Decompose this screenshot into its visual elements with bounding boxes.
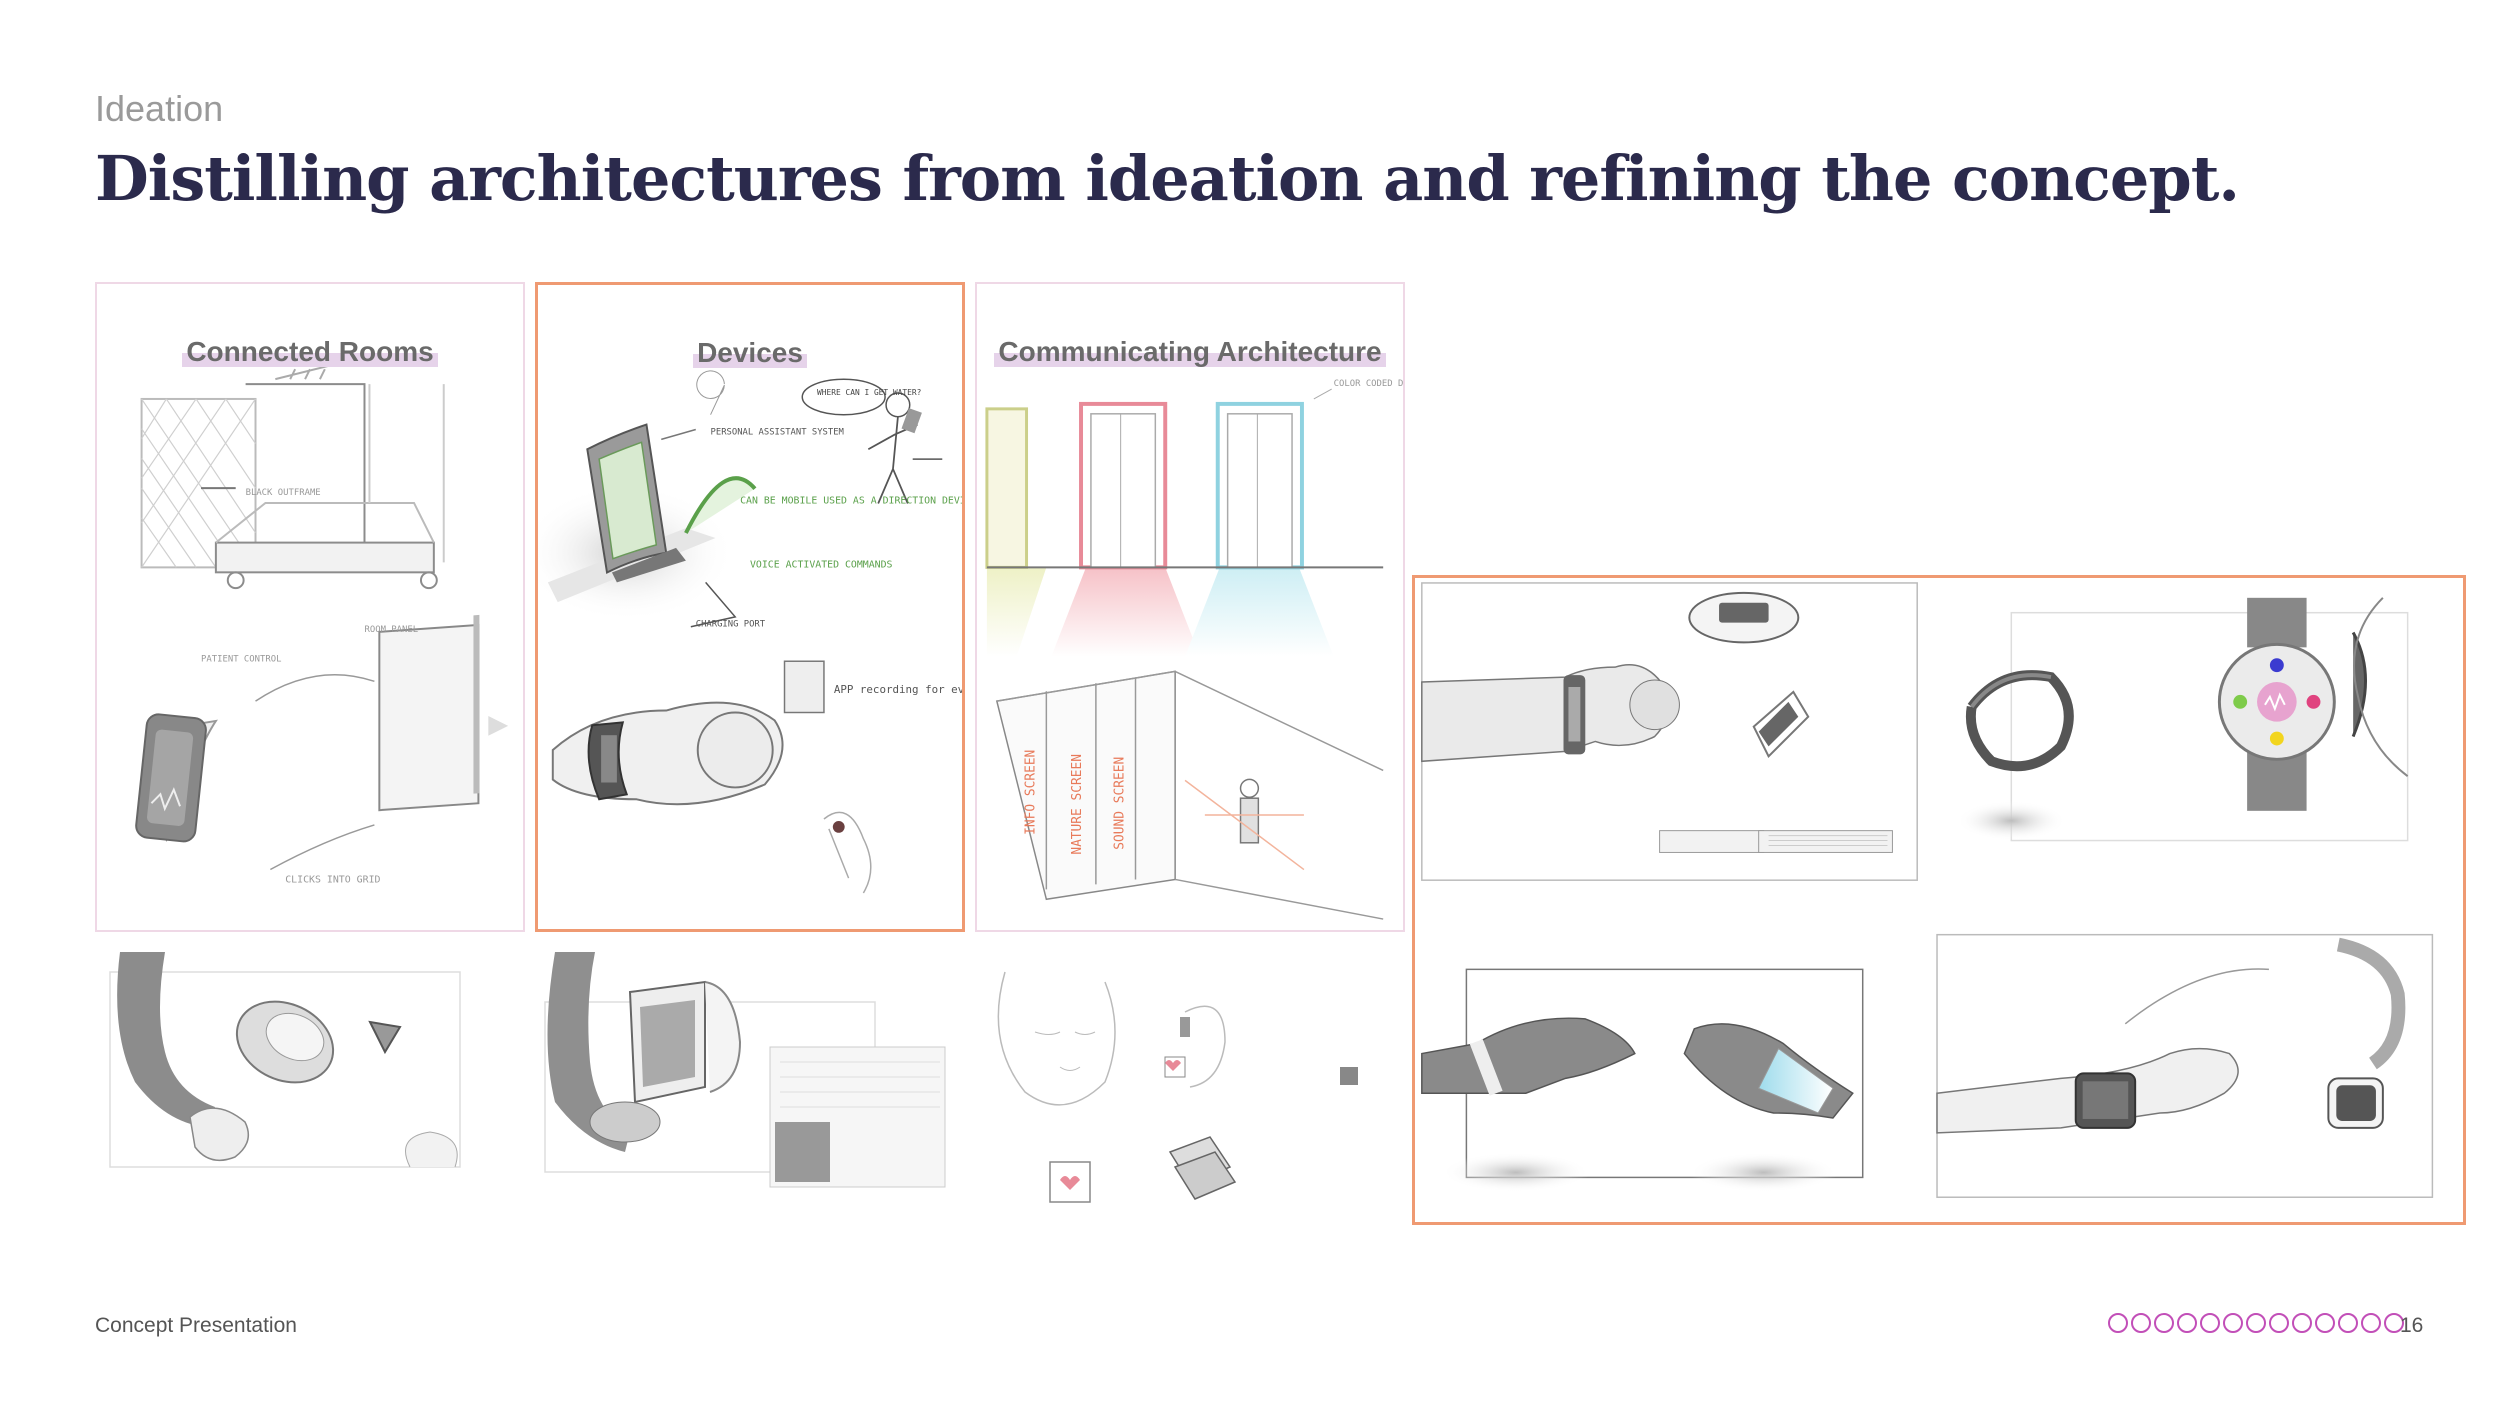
progress-dot xyxy=(2177,1313,2197,1333)
footer-presentation-label: Concept Presentation xyxy=(95,1314,297,1337)
sketch-thumbnail-wrist-screen xyxy=(535,952,960,1227)
note-color-coded: COLOR CODED DOORS xyxy=(1334,379,1403,389)
note-where-water: WHERE CAN I GET WATER? xyxy=(817,388,921,397)
panel-label: Devices xyxy=(538,337,962,369)
progress-dot xyxy=(2131,1313,2151,1333)
progress-dot xyxy=(2246,1313,2266,1333)
progress-dot xyxy=(2108,1313,2128,1333)
progress-dot xyxy=(2338,1313,2358,1333)
progress-dots xyxy=(2108,1313,2404,1333)
comm-architecture-sketch: COLOR CODED DOORS INFO SCREEN NATURE SCR… xyxy=(985,379,1403,920)
progress-dot xyxy=(2315,1313,2335,1333)
connected-rooms-sketch: BLACK OUTFRAME PATIENT CONTROL ROOM PANE… xyxy=(135,363,509,885)
wearable-pod-sketch xyxy=(109,952,461,1168)
panel-label: Connected Rooms xyxy=(97,336,523,368)
progress-dot xyxy=(2269,1313,2289,1333)
page-title: Distilling architectures from ideation a… xyxy=(95,142,2240,215)
page-number: 16 xyxy=(2400,1314,2424,1337)
panel-connected-rooms: BLACK OUTFRAME PATIENT CONTROL ROOM PANE… xyxy=(95,282,525,932)
note-mobile: CAN BE MOBILE USED AS A DIRECTION DEVICE xyxy=(740,495,962,506)
refined-concept-panel xyxy=(1412,575,2466,1225)
note-app: APP recording for everyone else xyxy=(834,683,962,696)
note-room-panel: ROOM PANEL xyxy=(364,625,418,635)
note-sound-screen: SOUND SCREEN xyxy=(1113,757,1128,850)
panel-communicating-architecture: COLOR CODED DOORS INFO SCREEN NATURE SCR… xyxy=(975,282,1405,932)
note-black-outframe: BLACK OUTFRAME xyxy=(246,488,321,498)
note-personal-assistant: PERSONAL ASSISTANT SYSTEM xyxy=(711,427,844,437)
progress-dot xyxy=(2154,1313,2174,1333)
note-clicks-into-grid: CLICKS INTO GRID xyxy=(285,874,380,885)
note-voice: VOICE ACTIVATED COMMANDS xyxy=(750,560,893,571)
devices-sketch: WHERE CAN I GET WATER? PERSONAL ASSISTAN… xyxy=(538,370,962,894)
progress-dot xyxy=(2223,1313,2243,1333)
note-patient-control: PATIENT CONTROL xyxy=(201,654,281,664)
sketch-thumbnail-ear-device xyxy=(975,952,1400,1227)
section-eyebrow: Ideation xyxy=(95,88,224,129)
refined-concept-sketches xyxy=(1421,582,2434,1198)
note-info-screen: INFO SCREEN xyxy=(1023,750,1038,835)
wrist-screen-sketch xyxy=(544,952,946,1188)
note-nature-screen: NATURE SCREEN xyxy=(1070,754,1085,855)
sketch-thumbnail-wearable-pod xyxy=(95,952,520,1227)
progress-dot xyxy=(2200,1313,2220,1333)
progress-dot xyxy=(2292,1313,2312,1333)
ear-device-sketch xyxy=(997,971,1358,1203)
progress-dot xyxy=(2361,1313,2381,1333)
panel-devices: WHERE CAN I GET WATER? PERSONAL ASSISTAN… xyxy=(535,282,965,932)
progress-dot xyxy=(2384,1313,2404,1333)
panel-label: Communicating Architecture xyxy=(977,336,1403,368)
note-charging-port: CHARGING PORT xyxy=(696,620,766,630)
